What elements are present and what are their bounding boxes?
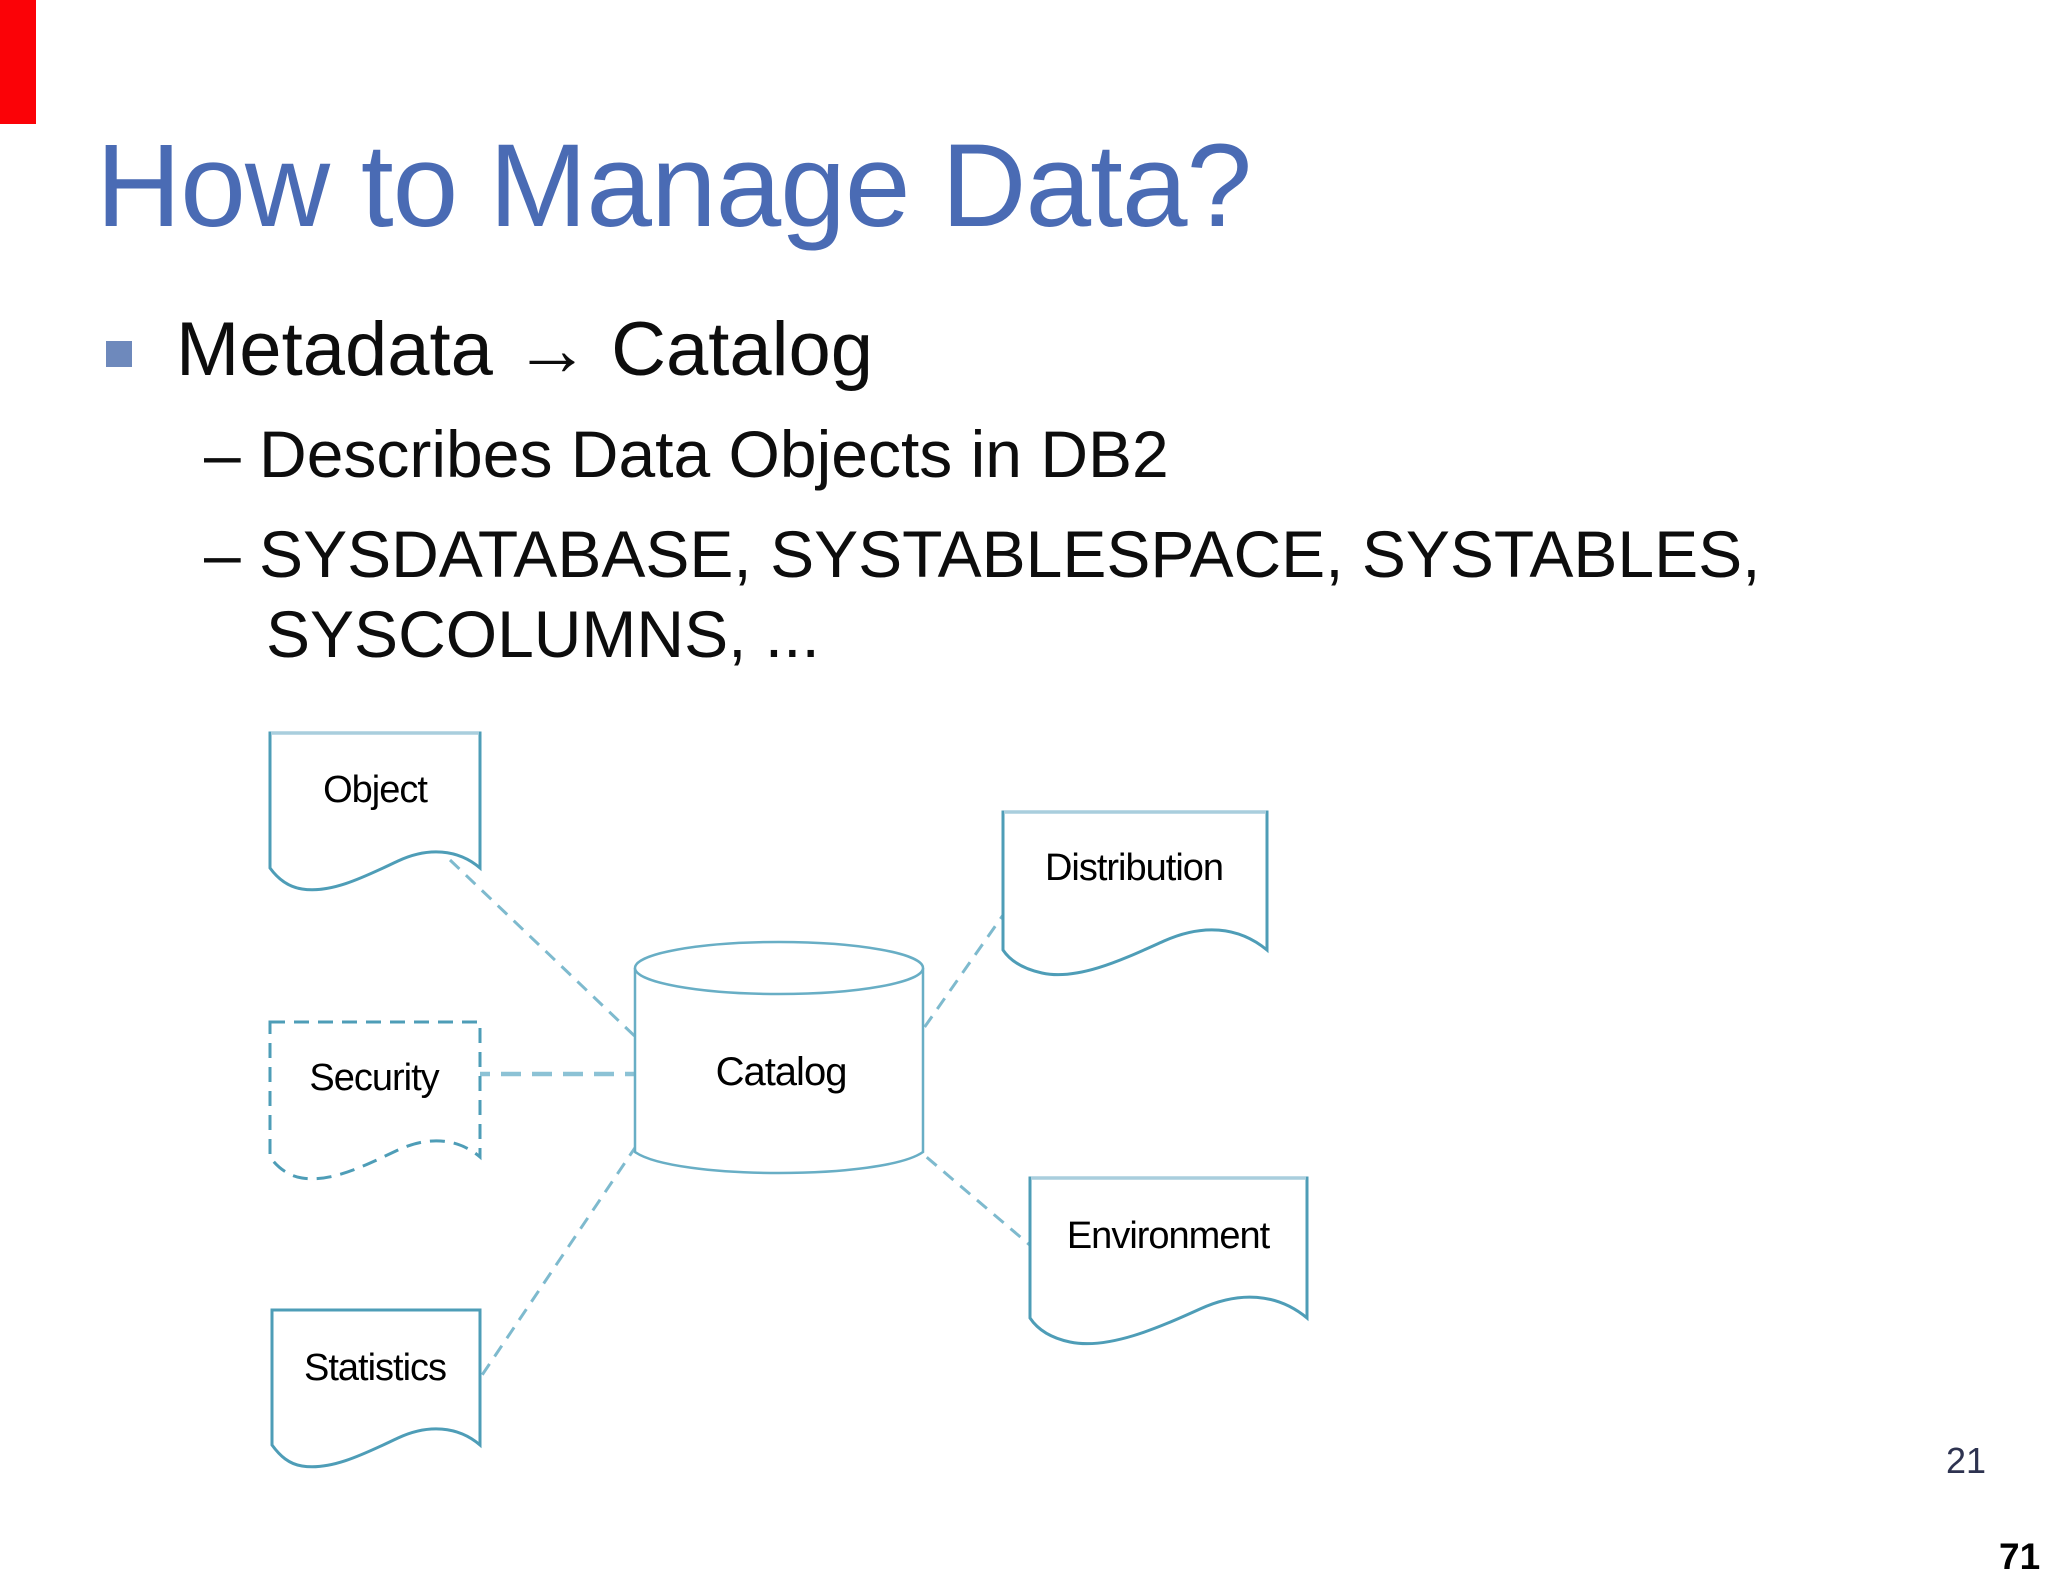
security-node-label: Security xyxy=(309,1057,439,1099)
statistics-node-shape xyxy=(270,1308,482,1469)
distribution-node-shape xyxy=(1001,810,1269,977)
environment-node-shape xyxy=(1028,1176,1309,1346)
connector-catalog-distribution xyxy=(910,897,1017,1046)
environment-node-label: Environment xyxy=(1066,1215,1270,1257)
bullet-text: Metadata → Catalog xyxy=(176,307,874,392)
object-node-label: Object xyxy=(323,769,428,811)
distribution-node-label: Distribution xyxy=(1044,847,1224,889)
slide-number-faint: 21 xyxy=(1946,1440,1987,1481)
bullet-square-icon xyxy=(106,341,132,367)
sub-bullet-2-line-1: – SYSDATABASE, SYSTABLESPACE, SYSTABLES, xyxy=(204,517,1761,591)
catalog-cylinder-top xyxy=(633,940,925,996)
sub-bullet-2-line-2: SYSCOLUMNS, ... xyxy=(266,597,820,671)
connector-object-catalog xyxy=(448,858,667,1067)
red-edge-marker xyxy=(0,0,36,124)
connector-statistics-catalog xyxy=(468,1117,657,1394)
object-node-shape xyxy=(268,731,482,892)
statistics-node-label: Statistics xyxy=(303,1347,447,1389)
page-number: 71 xyxy=(1999,1536,2041,1577)
sub-bullet-1: – Describes Data Objects in DB2 xyxy=(204,417,1169,491)
connector-catalog-environment xyxy=(909,1141,1046,1260)
security-node-shape xyxy=(268,1020,482,1181)
catalog-cylinder-body xyxy=(633,968,925,1175)
slide-title: How to Manage Data? xyxy=(96,120,1252,252)
catalog-label: Catalog xyxy=(715,1050,848,1094)
